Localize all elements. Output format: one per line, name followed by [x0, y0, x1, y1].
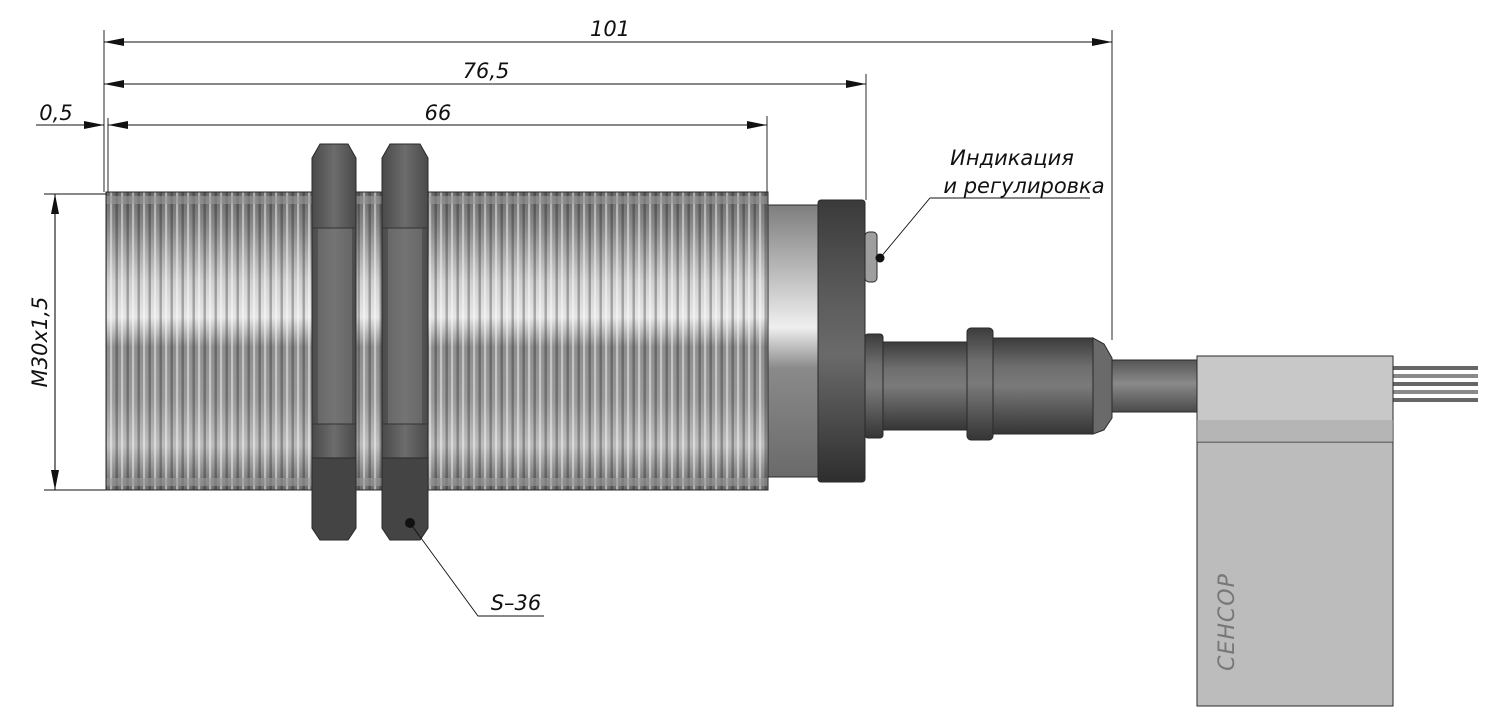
- dim-thread-size: M30x1,5: [28, 297, 52, 388]
- brand-label-tag: СЕНСОР: [1196, 355, 1394, 707]
- brand-label: СЕНСОР: [1215, 573, 1240, 671]
- smooth-collar: [767, 204, 819, 478]
- dimension-lines: [36, 30, 1113, 491]
- callout-nut-size-label: S–36: [491, 591, 542, 615]
- end-cap: [817, 199, 866, 483]
- sensor-body: [105, 191, 885, 491]
- callout-indication-line2: и регулировка: [943, 174, 1104, 198]
- cable-connector: [864, 327, 1113, 441]
- lock-nuts: [311, 143, 429, 541]
- indicator-knob: [864, 231, 878, 283]
- dimension-labels: 101 76,5 66 0,5 M30x1,5: [28, 17, 630, 387]
- dim-thread-length: 66: [425, 101, 452, 125]
- callout-indication-line1: Индикация: [950, 146, 1074, 170]
- dim-body-length: 76,5: [463, 59, 510, 83]
- callout-indication: Индикация и регулировка: [879, 146, 1105, 259]
- dim-overall-length: 101: [590, 17, 630, 41]
- dim-offset: 0,5: [39, 101, 72, 125]
- callout-nut-size: S–36: [409, 522, 544, 617]
